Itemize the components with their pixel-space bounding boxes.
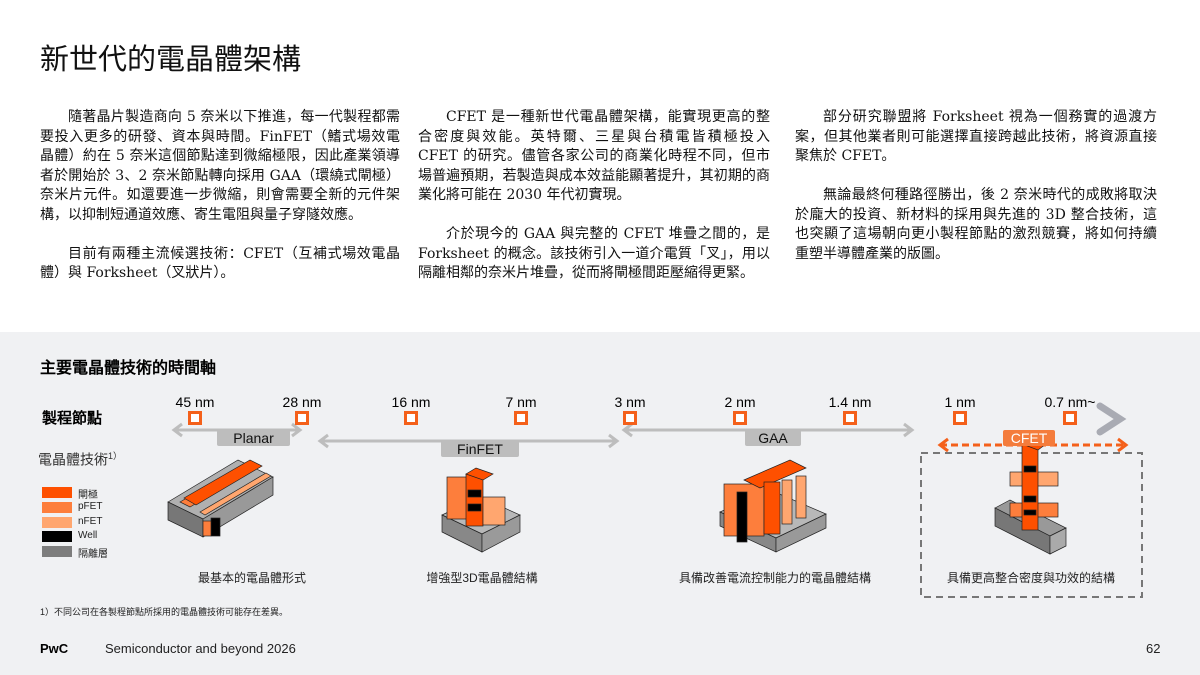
brand-logo: PwC — [40, 641, 69, 656]
legend-swatch-pfet — [42, 502, 72, 513]
tech-label-planar: Planar — [217, 430, 290, 446]
text-column-2: CFET 是一種新世代電晶體架構，能實現更高的整合密度與效能。英特爾、三星與台積… — [418, 108, 770, 303]
legend-swatch-nfet — [42, 517, 72, 528]
caption-gaa: 具備改善電流控制能力的電晶體結構 — [678, 571, 872, 585]
legend-swatch-isolation — [42, 546, 72, 557]
timeline-title: 主要電晶體技術的時間軸 — [40, 360, 217, 377]
node-marker — [733, 411, 747, 425]
process-node-axis — [118, 402, 1127, 436]
node-label-2nm: 2 nm — [724, 394, 756, 410]
node-label-28nm: 28 nm — [282, 394, 322, 410]
node-marker — [953, 411, 967, 425]
tech-row-label-text: 電晶體技術 — [38, 451, 108, 468]
node-label-45nm: 45 nm — [175, 394, 215, 410]
legend-label: nFET — [78, 516, 103, 527]
footnote-ref: 1） — [108, 451, 123, 461]
node-marker — [514, 411, 528, 425]
gaa-illustration — [719, 459, 827, 553]
caption-cfet: 具備更高整合密度與功效的結構 — [946, 571, 1116, 585]
paragraph: 隨著晶片製造商向 5 奈米以下推進，每一代製程都需要投入更多的研發、資本與時間。… — [40, 109, 400, 223]
cfet-illustration — [994, 437, 1067, 555]
planar-transistor-illustration — [167, 459, 274, 538]
text-column-3: 部分研究聯盟將 Forksheet 視為一個務實的過渡方案，但其他業者則可能選擇… — [795, 108, 1157, 284]
legend-swatch-gate — [42, 487, 72, 498]
node-label-7nm: 7 nm — [505, 394, 537, 410]
legend-label: 隔離層 — [78, 549, 108, 560]
legend-swatch-well — [42, 531, 72, 542]
legend-label: Well — [78, 530, 98, 541]
paragraph: CFET 是一種新世代電晶體架構，能實現更高的整合密度與效能。英特爾、三星與台積… — [418, 109, 770, 203]
node-label-1nm: 1 nm — [944, 394, 976, 410]
node-row-label: 製程節點 — [42, 410, 103, 427]
paragraph: 介於現今的 GAA 與完整的 CFET 堆疊之間的，是 Forksheet 的概… — [418, 226, 770, 281]
tech-label-finfet: FinFET — [441, 441, 519, 457]
node-label-1-4nm: 1.4 nm — [828, 394, 872, 410]
page-number: 62 — [1146, 641, 1161, 656]
legend-label: pFET — [78, 501, 103, 512]
tech-row-label: 電晶體技術1） — [38, 449, 122, 470]
paragraph: 無論最終何種路徑勝出，後 2 奈米時代的成敗將取決於龐大的投資、新材料的採用與先… — [795, 187, 1157, 262]
legend-label: 閘極 — [78, 490, 98, 501]
caption-finfet: 增強型3D電晶體結構 — [426, 571, 538, 585]
node-marker — [188, 411, 202, 425]
node-label-16nm: 16 nm — [391, 394, 431, 410]
node-marker — [404, 411, 418, 425]
node-marker — [843, 411, 857, 425]
tech-label-cfet: CFET — [1003, 430, 1055, 446]
paragraph: 目前有兩種主流候選技術：CFET（互補式場效電晶體）與 Forksheet（叉狀… — [40, 245, 400, 282]
page-title: 新世代的電晶體架構 — [40, 42, 302, 76]
footnote: 1）不同公司在各製程節點所採用的電晶體技術可能存在差異。 — [40, 607, 289, 617]
caption-planar: 最基本的電晶體形式 — [197, 571, 307, 585]
node-marker — [295, 411, 309, 425]
tech-label-gaa: GAA — [745, 430, 801, 446]
node-marker — [1063, 411, 1077, 425]
finfet-illustration — [441, 467, 521, 553]
node-label-3nm: 3 nm — [614, 394, 646, 410]
node-marker — [623, 411, 637, 425]
text-column-1: 隨著晶片製造商向 5 奈米以下推進，每一代製程都需要投入更多的研發、資本與時間。… — [40, 108, 400, 303]
report-title: Semiconductor and beyond 2026 — [105, 641, 296, 656]
paragraph: 部分研究聯盟將 Forksheet 視為一個務實的過渡方案，但其他業者則可能選擇… — [795, 109, 1157, 164]
node-label-0-7nm: 0.7 nm~ — [1044, 394, 1096, 410]
